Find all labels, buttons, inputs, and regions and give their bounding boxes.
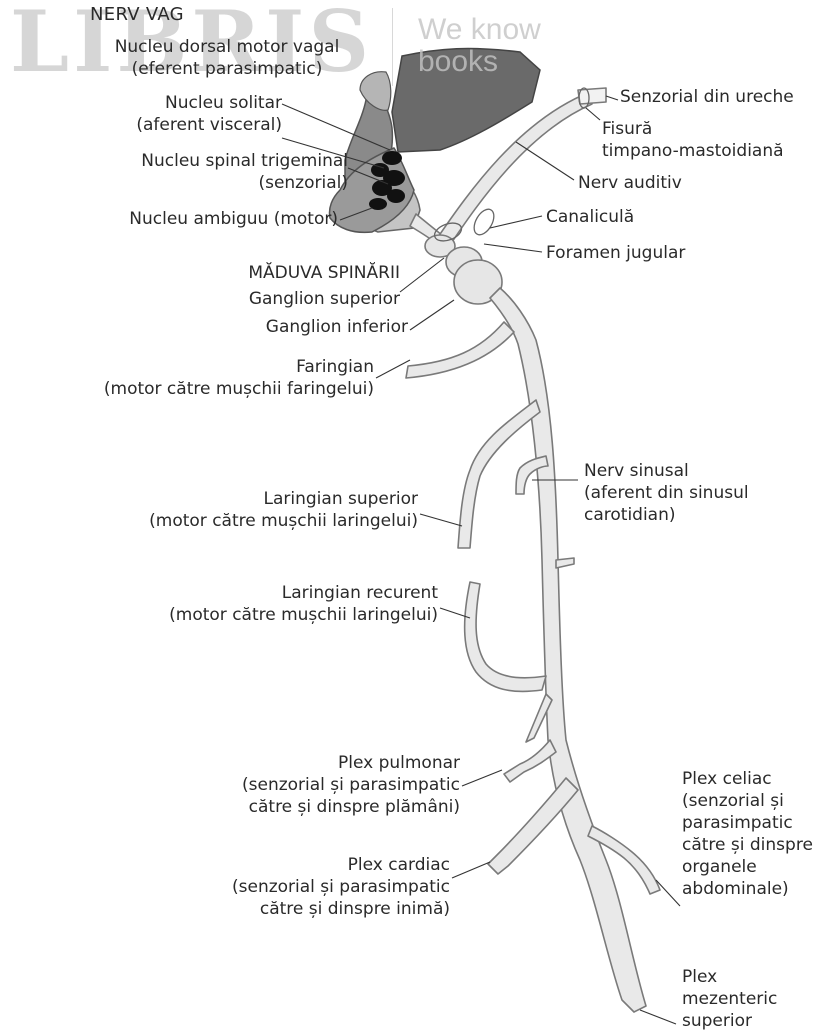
label-recurrent-laryngeal: Laringian recurent (motor către mușchii … xyxy=(80,582,438,626)
label-cardiac-line1: Plex cardiac xyxy=(130,854,450,876)
label-fisura-line2: timpano-mastoidiană xyxy=(602,140,784,162)
label-ear-sensory: Senzorial din ureche xyxy=(620,86,794,108)
label-trigeminal-line2: (senzorial) xyxy=(60,172,348,194)
label-dorsal-line1: Nucleu dorsal motor vagal xyxy=(82,36,372,58)
label-celiac-line4: către și dinspre xyxy=(682,834,813,856)
label-mesenteric-plexus: Plex mezenteric superior xyxy=(682,966,777,1032)
label-tympanomastoid-fissure: Fisură timpano-mastoidiană xyxy=(602,118,784,162)
label-celiac-line3: parasimpatic xyxy=(682,812,813,834)
label-lar-rec-line1: Laringian recurent xyxy=(80,582,438,604)
label-cardiac-line2: (senzorial și parasimpatic xyxy=(130,876,450,898)
label-lar-sup-line1: Laringian superior xyxy=(60,488,418,510)
label-solitar-line1: Nucleu solitar xyxy=(60,92,282,114)
label-lar-rec-line2: (motor către mușchii laringelui) xyxy=(80,604,438,626)
label-solitary-nucleus: Nucleu solitar (aferent visceral) xyxy=(60,92,282,136)
label-ambiguus-nucleus: Nucleu ambiguu (motor) xyxy=(60,208,338,230)
label-solitar-line2: (aferent visceral) xyxy=(60,114,282,136)
label-pulmonar-line2: (senzorial și parasimpatic xyxy=(140,774,460,796)
label-celiac-line2: (senzorial și xyxy=(682,790,813,812)
label-superior-ganglion: Ganglion superior xyxy=(150,288,400,310)
label-jugular-foramen: Foramen jugular xyxy=(546,242,685,264)
label-pulmonar-line3: către și dinspre plămâni) xyxy=(140,796,460,818)
label-pharyngeal: Faringian (motor către mușchii faringelu… xyxy=(40,356,374,400)
label-pulmonary-plexus: Plex pulmonar (senzorial și parasimpatic… xyxy=(140,752,460,818)
label-faringian-line2: (motor către mușchii faringelui) xyxy=(40,378,374,400)
label-faringian-line1: Faringian xyxy=(40,356,374,378)
label-auditory-nerve: Nerv auditiv xyxy=(578,172,682,194)
label-sinusal-line3: carotidian) xyxy=(584,504,749,526)
watermark-tagline-line1: We know xyxy=(418,14,541,46)
label-mezenteric-line2: mezenteric xyxy=(682,988,777,1010)
label-dorsal-nucleus: Nucleu dorsal motor vagal (eferent paras… xyxy=(82,36,372,80)
label-pulmonar-line1: Plex pulmonar xyxy=(140,752,460,774)
label-sinusal-line1: Nerv sinusal xyxy=(584,460,749,482)
label-celiac-plexus: Plex celiac (senzorial și parasimpatic c… xyxy=(682,768,813,900)
diagram-title: NERV VAG xyxy=(90,4,184,26)
label-spinal-cord: MĂDUVA SPINĂRII xyxy=(150,262,400,284)
label-sinusal-line2: (aferent din sinusul xyxy=(584,482,749,504)
label-trigeminal-line1: Nucleu spinal trigeminal xyxy=(60,150,348,172)
label-cardiac-line3: către și dinspre inimă) xyxy=(130,898,450,920)
label-lar-sup-line2: (motor către mușchii laringelui) xyxy=(60,510,418,532)
label-superior-laryngeal: Laringian superior (motor către mușchii … xyxy=(60,488,418,532)
label-mezenteric-line1: Plex xyxy=(682,966,777,988)
label-mezenteric-line3: superior xyxy=(682,1010,777,1032)
watermark-tagline-line2: books xyxy=(418,46,541,78)
label-inferior-ganglion: Ganglion inferior xyxy=(150,316,408,338)
label-sinus-nerve: Nerv sinusal (aferent din sinusul caroti… xyxy=(584,460,749,526)
label-cardiac-plexus: Plex cardiac (senzorial și parasimpatic … xyxy=(130,854,450,920)
label-celiac-line6: abdominale) xyxy=(682,878,813,900)
label-celiac-line1: Plex celiac xyxy=(682,768,813,790)
label-celiac-line5: organele xyxy=(682,856,813,878)
label-dorsal-line2: (eferent parasimpatic) xyxy=(82,58,372,80)
label-trigeminal-nucleus: Nucleu spinal trigeminal (senzorial) xyxy=(60,150,348,194)
label-canaliculus: Canaliculă xyxy=(546,206,634,228)
watermark-separator xyxy=(392,8,393,86)
watermark-tagline: We know books xyxy=(418,14,541,78)
label-fisura-line1: Fisură xyxy=(602,118,784,140)
